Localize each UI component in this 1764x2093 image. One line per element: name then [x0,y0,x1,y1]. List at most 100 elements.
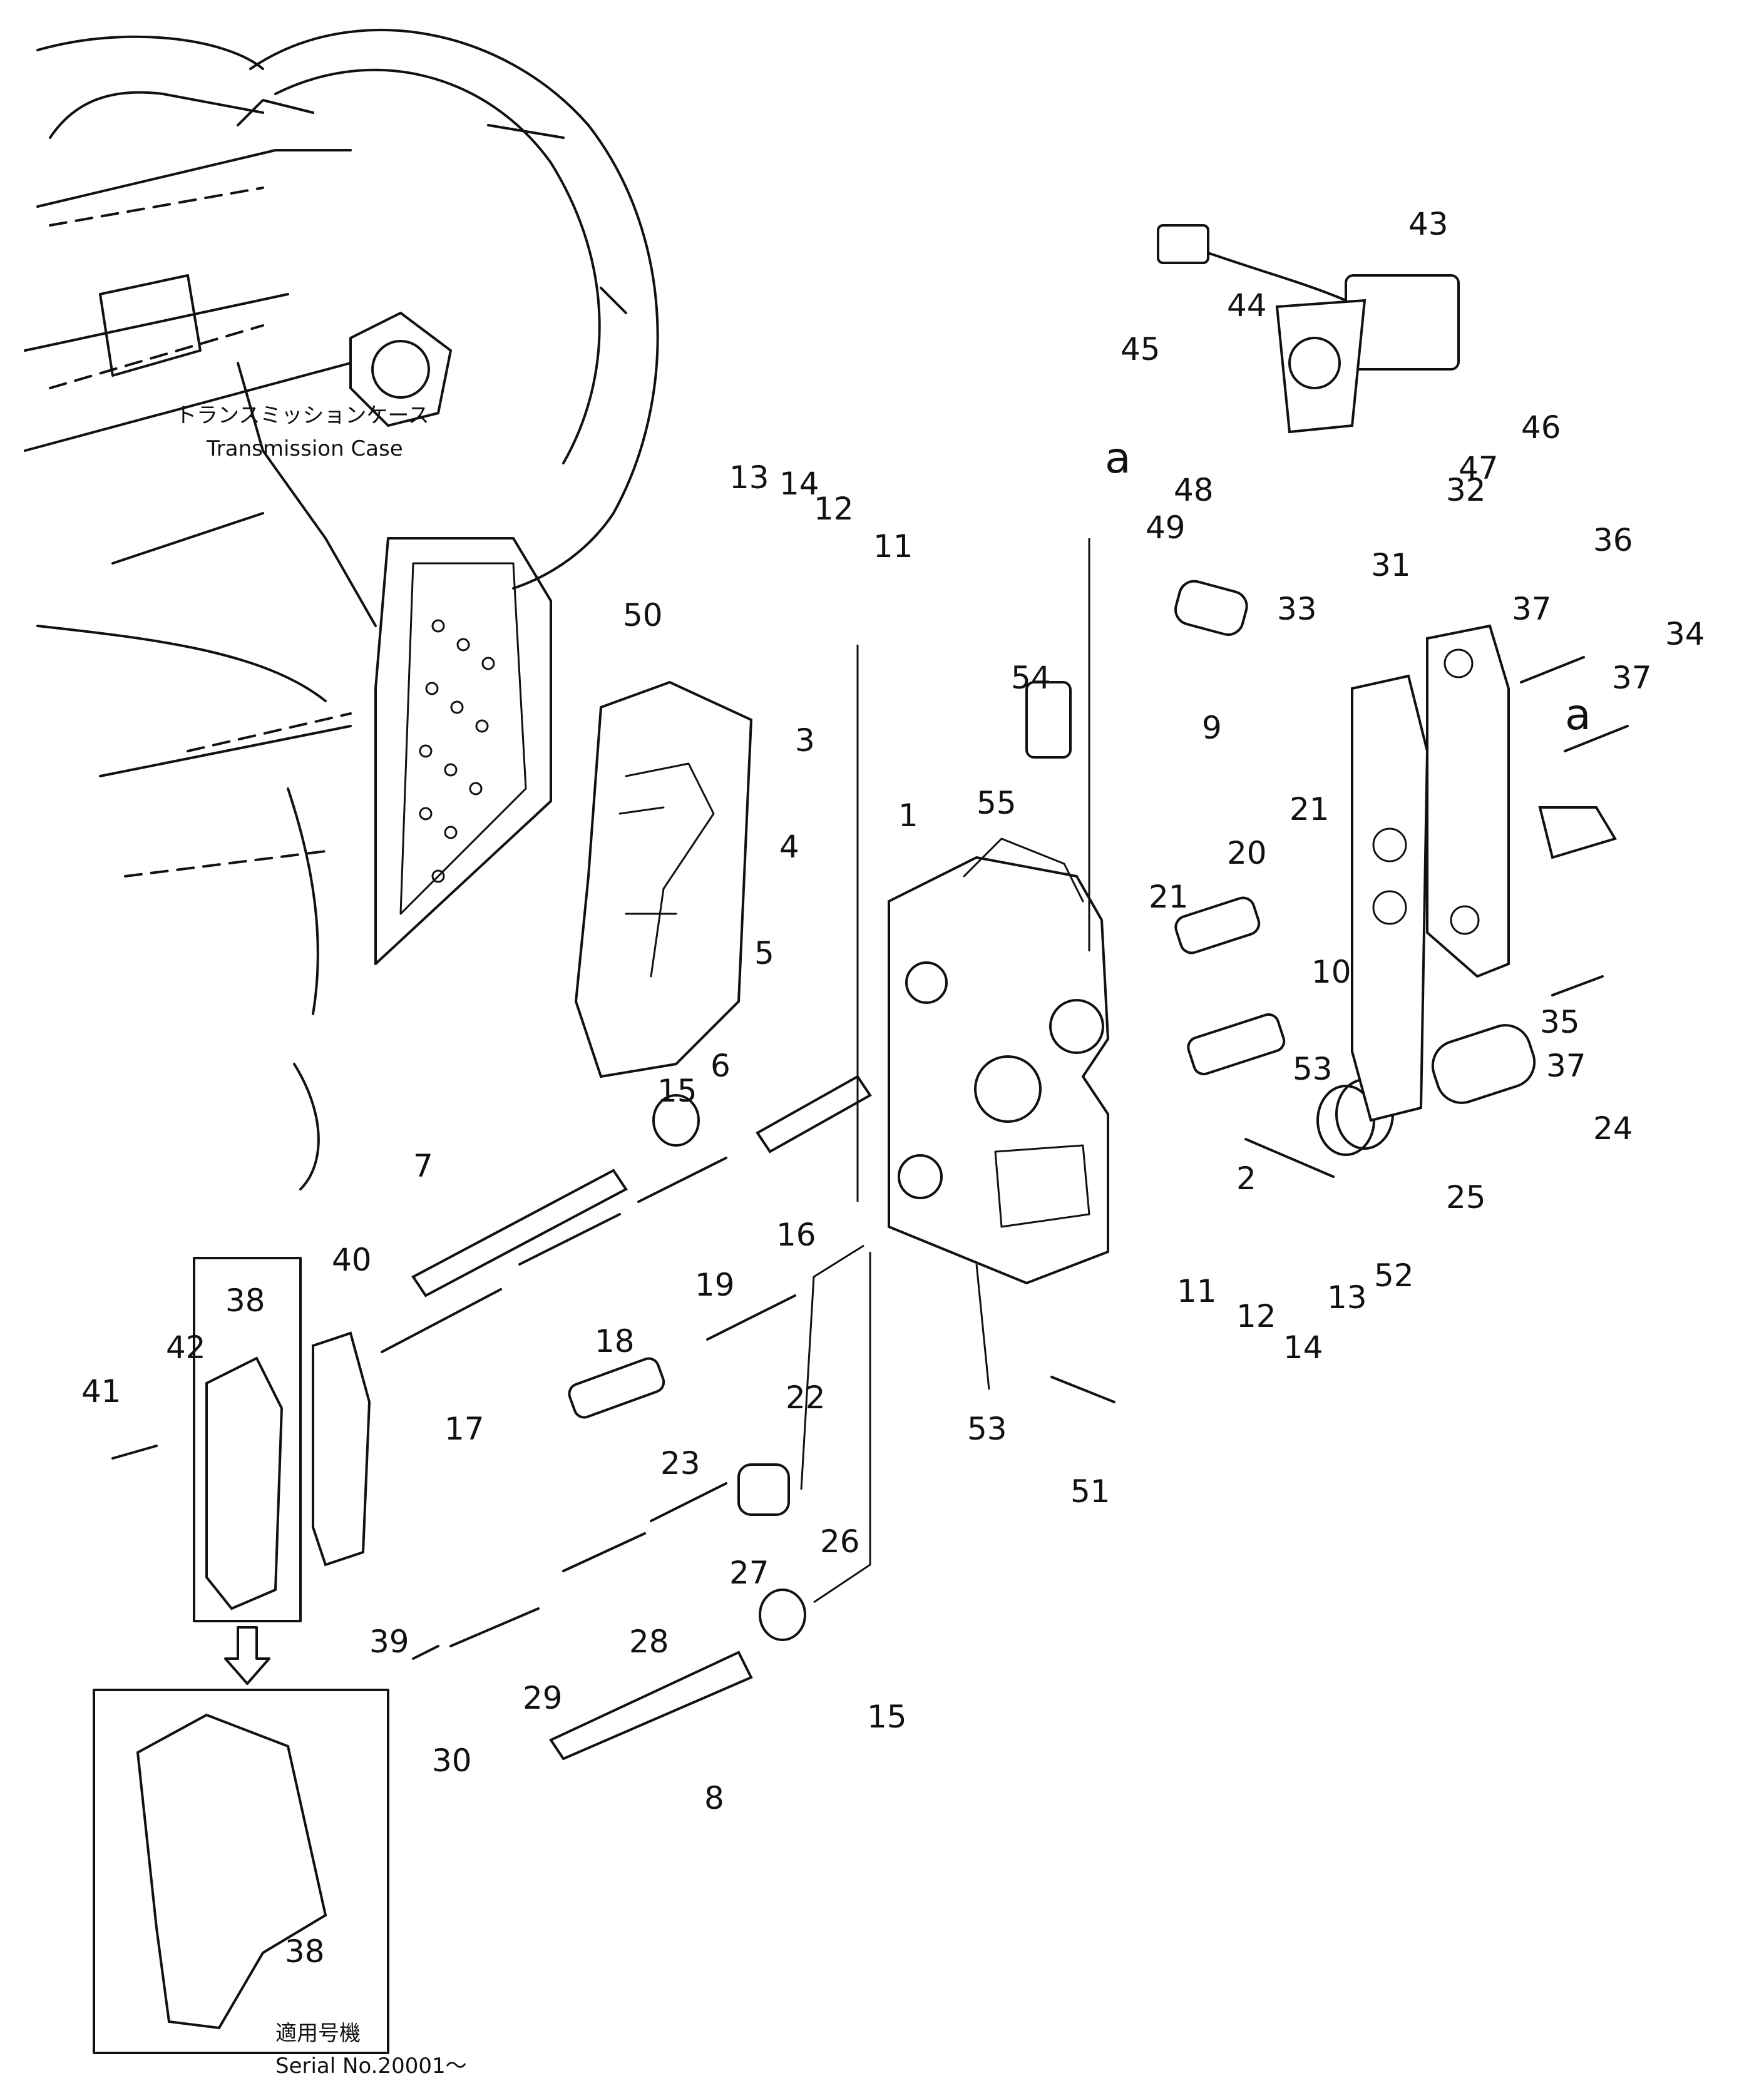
reference-marks: aa [1105,434,1591,740]
transmission-case-label-jp: トランスミッションケース [175,403,429,428]
callout-34: 34 [1665,616,1705,652]
callout-37: 37 [1612,660,1652,696]
callout-33: 33 [1277,591,1317,627]
serial-label-en: Serial No.20001～ [275,2054,467,2079]
valve-20 [1174,896,1261,954]
callout-25: 25 [1446,1179,1486,1215]
gasket-33 [1351,674,1429,1122]
gasket-50 [574,680,753,1078]
bolts [111,656,1629,1647]
spool-16 [756,1075,872,1154]
cover-38-frame [193,1257,302,1622]
callout-37: 37 [1512,591,1552,627]
callout-17: 17 [444,1411,485,1447]
callout-2: 2 [1236,1160,1256,1197]
valve-23 [568,1357,665,1419]
callout-20: 20 [1227,835,1267,871]
callout-22: 22 [786,1379,826,1416]
callout-29: 29 [523,1680,563,1716]
callout-40: 40 [332,1242,372,1278]
callout-16: 16 [776,1217,816,1253]
callout-26: 26 [820,1523,860,1560]
spool-8 [549,1650,753,1761]
valve-10 [1187,1013,1286,1076]
transmission-case-caption: トランスミッションケース Transmission Case [175,403,429,461]
callout-51: 51 [1070,1473,1110,1510]
reference-mark-a: a [1565,690,1591,740]
variant-frame [93,1689,389,2054]
callout-21: 21 [1290,791,1330,827]
callout-3: 3 [795,722,815,759]
callout-52: 52 [1374,1257,1414,1294]
callout-41: 41 [81,1373,121,1410]
callout-11: 11 [1177,1273,1217,1309]
callout-55: 55 [977,785,1017,821]
springs [381,1157,796,1660]
callout-24: 24 [1593,1110,1633,1147]
arrow-down [224,1626,270,1685]
callout-48: 48 [1174,472,1214,508]
callout-15: 15 [867,1699,907,1735]
plate-31 [1426,624,1618,978]
solenoid-43 [1157,224,1460,434]
callout-43: 43 [1408,206,1449,242]
callout-1: 1 [898,797,918,834]
callout-13: 13 [1327,1279,1367,1316]
callout-44: 44 [1227,287,1267,324]
seal-15 [652,1094,806,1641]
serial-label-jp: 適用号機 [275,2021,361,2046]
callout-13: 13 [729,459,769,496]
transmission-case-label-en: Transmission Case [206,436,403,461]
serial-caption: 適用号機 Serial No.20001～ [275,2021,467,2079]
callout-36: 36 [1593,522,1633,558]
callout-23: 23 [660,1445,700,1481]
reference-mark-a: a [1105,434,1131,483]
callout-5: 5 [754,935,774,971]
callout-28: 28 [629,1624,669,1660]
callout-12: 12 [1236,1298,1276,1334]
callout-10: 10 [1311,954,1351,990]
plug-26 [737,1463,790,1516]
callout-42: 42 [166,1329,206,1366]
callout-37: 37 [1546,1048,1586,1084]
callout-15: 15 [657,1073,697,1109]
callout-27: 27 [729,1555,769,1591]
callout-14: 14 [1283,1329,1323,1366]
callout-39: 39 [369,1624,409,1660]
callout-6: 6 [710,1048,731,1084]
callout-18: 18 [595,1323,635,1359]
guide-lines [800,538,1090,1604]
callout-12: 12 [814,491,854,527]
callout-54: 54 [1011,660,1051,696]
callout-19: 19 [695,1267,735,1303]
switch-54 [1025,681,1072,759]
plug-24 [1431,1024,1536,1104]
callout-46: 46 [1521,409,1561,446]
callout-38: 38 [225,1282,265,1319]
callout-49: 49 [1146,509,1186,546]
callout-45: 45 [1120,331,1161,367]
callout-30: 30 [432,1742,472,1779]
callout-31: 31 [1371,547,1411,583]
callout-9: 9 [1202,710,1222,746]
callout-4: 4 [779,829,799,865]
callout-14: 14 [779,466,819,502]
valve-body-1 [888,837,1110,1285]
callout-50: 50 [623,597,663,633]
callout-35: 35 [1540,1004,1580,1040]
callout-8: 8 [704,1780,724,1816]
callout-21: 21 [1149,879,1189,915]
gasket-40 [312,1331,371,1567]
spool-7 [411,1169,628,1297]
callout-38: 38 [285,1933,325,1970]
transmission-case [24,28,659,1190]
switch-48 [1174,580,1248,636]
callout-7: 7 [413,1148,433,1184]
callout-11: 11 [873,528,913,565]
callout-47: 47 [1459,450,1499,486]
callout-32: 32 [1446,472,1486,508]
callout-numbers: 1234567891011111212131314141515161718192… [81,206,1705,1970]
callout-53: 53 [967,1411,1007,1447]
